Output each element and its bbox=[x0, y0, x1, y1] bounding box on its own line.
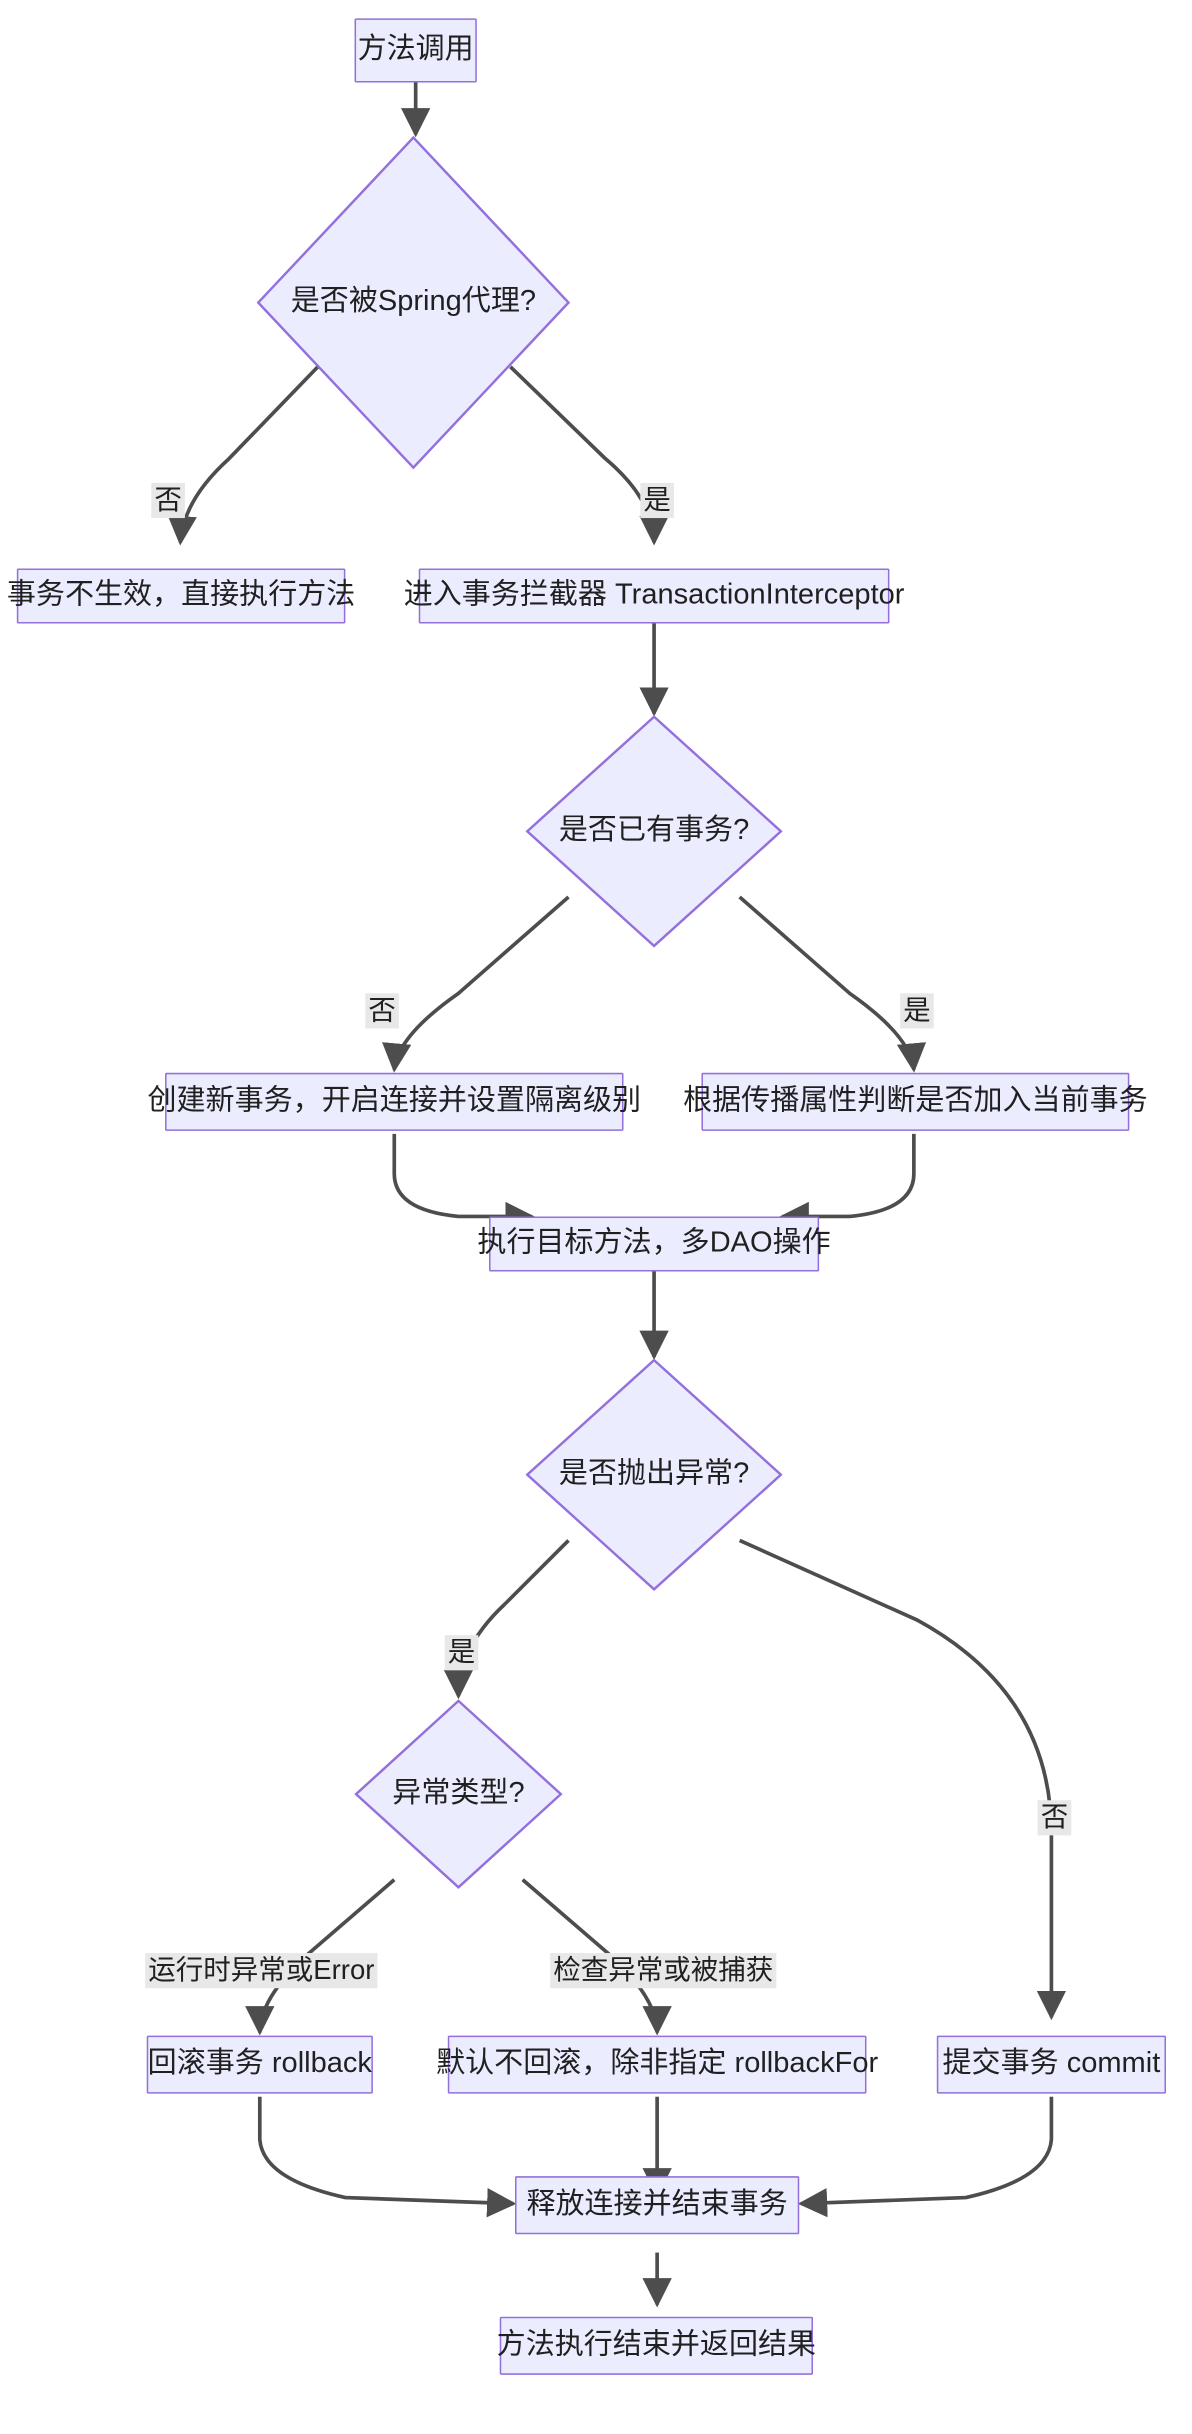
node-tx-not-effective[interactable]: 事务不生效，直接执行方法 bbox=[7, 568, 355, 624]
node-commit-tx[interactable]: 提交事务 commit bbox=[936, 2035, 1167, 2094]
edge-label-yes-proxy: 是 bbox=[640, 482, 674, 518]
node-create-new-tx[interactable]: 创建新事务，开启连接并设置隔离级别 bbox=[147, 1072, 641, 1131]
node-release-connection[interactable]: 释放连接并结束事务 bbox=[515, 2176, 800, 2235]
node-label: 释放连接并结束事务 bbox=[526, 2187, 788, 2220]
node-label: 是否已有事务? bbox=[558, 813, 750, 846]
edge-n6-n8 bbox=[392, 1133, 535, 1232]
diamond-shape bbox=[525, 1358, 783, 1591]
node-label: 方法调用 bbox=[357, 32, 474, 66]
node-label: 进入事务拦截器 TransactionInterceptor bbox=[403, 578, 905, 611]
edge-label-no-existing-tx: 否 bbox=[365, 993, 399, 1029]
node-label: 方法执行结束并返回结果 bbox=[496, 2328, 817, 2361]
node-label: 默认不回滚，除非指定 rollbackFor bbox=[436, 2047, 879, 2080]
edge-n13-n14 bbox=[797, 2096, 1054, 2218]
diamond-shape bbox=[354, 1699, 563, 1889]
edge-label-yes-exception: 是 bbox=[444, 1635, 479, 1670]
node-label: 根据传播属性判断是否加入当前事务 bbox=[683, 1084, 1148, 1117]
node-label: 提交事务 commit bbox=[942, 2047, 1161, 2080]
node-rollback-tx[interactable]: 回滚事务 rollback bbox=[146, 2035, 373, 2094]
node-label: 执行目标方法，多DAO操作 bbox=[477, 1226, 831, 1259]
edge-label-runtime-exception: 运行时异常或Error bbox=[145, 1953, 378, 1988]
node-transaction-interceptor[interactable]: 进入事务拦截器 TransactionInterceptor bbox=[404, 568, 904, 624]
diamond-shape bbox=[525, 715, 783, 948]
node-label: 是否抛出异常? bbox=[558, 1457, 750, 1490]
node-propagation-join-tx[interactable]: 根据传播属性判断是否加入当前事务 bbox=[683, 1072, 1148, 1131]
node-label: 事务不生效，直接执行方法 bbox=[6, 578, 356, 611]
edge-n7-n8 bbox=[779, 1133, 916, 1232]
edge-n9-n13 bbox=[738, 1538, 1067, 2021]
node-label: 是否被Spring代理? bbox=[290, 285, 537, 318]
edge-label-checked-exception: 检查异常或被捕获 bbox=[550, 1953, 777, 1988]
edge-label-no-proxy: 否 bbox=[151, 482, 185, 518]
node-no-rollback-default[interactable]: 默认不回滚，除非指定 rollbackFor bbox=[436, 2035, 878, 2094]
node-label: 创建新事务，开启连接并设置隔离级别 bbox=[147, 1084, 642, 1117]
node-execute-target-method[interactable]: 执行目标方法，多DAO操作 bbox=[477, 1216, 831, 1272]
edge-label-yes-existing-tx: 是 bbox=[900, 993, 934, 1029]
node-method-call[interactable]: 方法调用 bbox=[354, 18, 477, 83]
node-is-spring-proxied[interactable]: 是否被Spring代理? bbox=[256, 136, 571, 470]
node-label: 异常类型? bbox=[392, 1776, 525, 1809]
node-exception-thrown[interactable]: 是否抛出异常? bbox=[525, 1358, 783, 1591]
edge-n11-n14 bbox=[257, 2096, 517, 2218]
diamond-shape bbox=[256, 136, 571, 470]
node-label: 回滚事务 rollback bbox=[147, 2047, 372, 2080]
node-has-existing-tx[interactable]: 是否已有事务? bbox=[525, 715, 783, 948]
node-exception-type[interactable]: 异常类型? bbox=[354, 1699, 563, 1889]
edge-label-no-exception: 否 bbox=[1037, 1800, 1072, 1835]
node-method-finished[interactable]: 方法执行结束并返回结果 bbox=[496, 2316, 817, 2375]
